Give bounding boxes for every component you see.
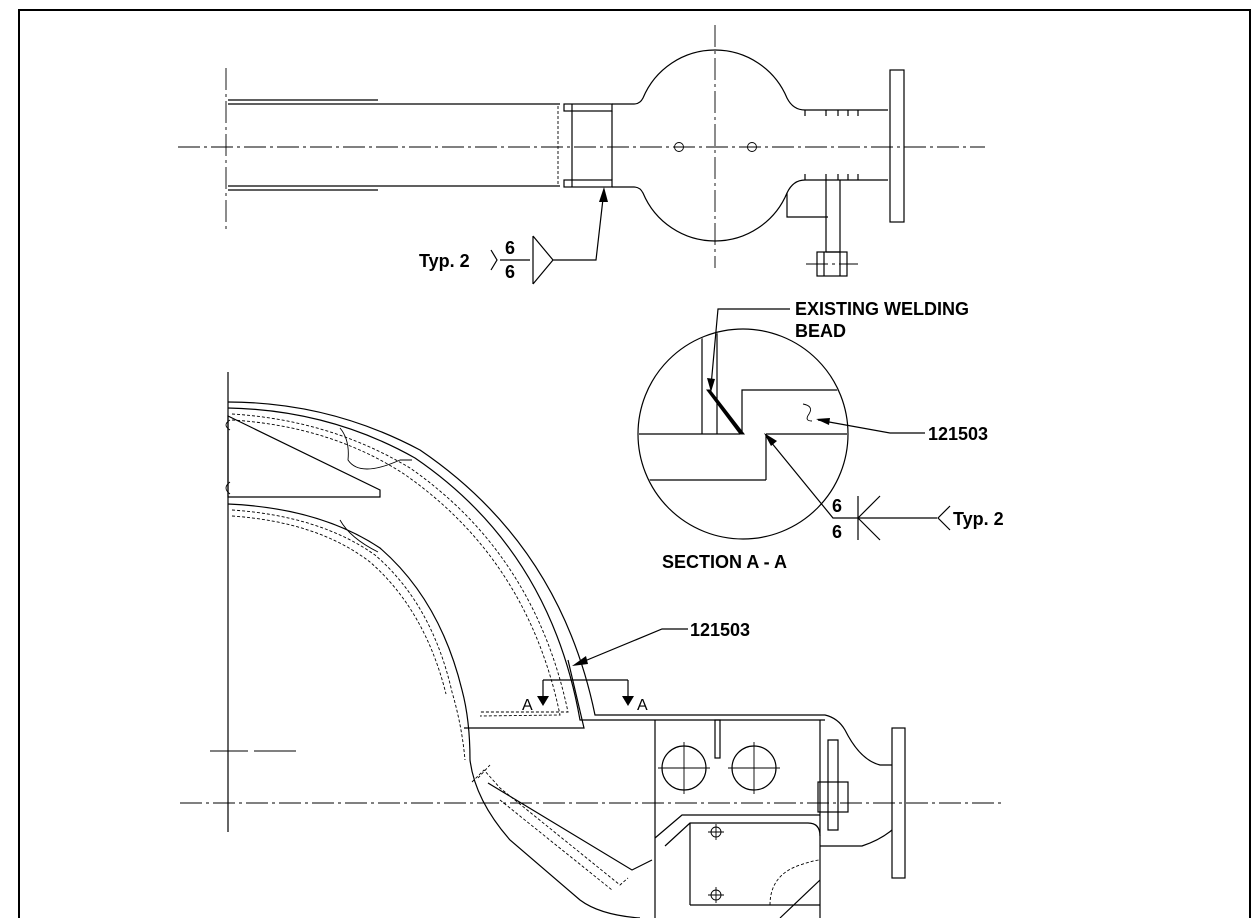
top-view-hole-left [674,142,684,152]
side-view-arm-inner-hidden [231,509,466,761]
top-view-weld-size-bottom: 6 [505,262,515,282]
detail-boundary-circle [637,328,849,540]
side-view-pocket-hidden-arc [769,859,821,906]
top-view-weld-note-prefix: Typ. 2 [419,251,470,271]
side-view-lower-hidden-edges [471,764,629,891]
detail-existing-label-line2: BEAD [795,321,846,341]
top-view-lower-tab [563,179,613,188]
detail-weld-size-top: 6 [832,496,842,516]
top-view-bracket [786,180,841,253]
side-view-flange [891,727,906,879]
top-view-ribs [804,110,859,180]
side-view-pocket-body [689,823,820,906]
side-view-cutouts [339,427,412,553]
detail-weld-size-bottom: 6 [832,522,842,542]
detail-part-outline [741,389,847,434]
side-view-gusset [227,415,381,498]
side-view-gusset-notches [225,419,231,495]
detail-weld-leader [765,435,937,519]
side-view-reference-mark [210,740,296,762]
side-view-flange-neck [820,829,893,847]
detail-contents [639,330,847,481]
side-view-housing-walls [654,720,821,918]
top-view-weld-arrowhead [599,187,608,202]
side-view-section-arrow-left [537,696,549,706]
detail-weld-suffix: Typ. 2 [953,509,1004,529]
detail-break-mark [802,403,813,422]
top-view-weld-tail [490,249,530,271]
top-view-tube [228,99,560,191]
side-view-lower-edge [487,782,653,871]
side-view-part-leader [574,628,688,666]
section-detail: EXISTING WELDING BEAD 121503 6 6 Typ. 2 … [637,299,1004,572]
side-view-slot [714,719,721,759]
side-view-arm-outer-inner [227,407,825,721]
detail-weld-symbol [857,495,881,541]
detail-section-title: SECTION A - A [662,552,787,572]
top-view-weld-leader [532,189,605,285]
side-view-arm-outer [227,401,892,766]
top-view-hole-right [747,142,757,152]
side-view-bore-centerlines [658,742,780,794]
side-view-hole-crosshairs [708,824,724,903]
detail-part-leader [817,419,925,434]
detail-part-arrowhead [816,418,830,425]
side-view-pocket-top [654,814,821,847]
side-view-bracket [827,739,839,831]
detail-existing-arrowhead [707,378,715,392]
side-view-section-mark-left: A [522,697,533,714]
side-view-arm-inner [227,503,641,918]
top-view-flange [889,69,905,223]
side-view-arm-hidden [231,413,569,717]
detail-existing-leader [710,308,790,387]
top-view-housing [612,49,888,242]
side-view-section-arrow-right [622,696,634,706]
side-view-section-line [542,679,629,696]
side-view-plate [464,659,585,729]
side-view-pocket-chamfer [779,879,821,918]
top-view: Typ. 2 6 6 [178,25,985,285]
detail-weld-arrowhead [764,433,777,446]
detail-weld-tail [937,505,951,531]
side-view-part-arrowhead [572,656,588,666]
drawing-border [18,9,1251,918]
side-view-part-ref: 121503 [690,620,750,640]
top-view-weld-size-top: 6 [505,238,515,258]
detail-part-ref: 121503 [928,424,988,444]
detail-existing-label-line1: EXISTING WELDING [795,299,969,319]
side-view: A A 121503 [180,372,1005,918]
side-view-bolt [817,781,849,813]
detail-existing-weld-bead [706,389,746,435]
top-view-upper-tab [563,103,613,112]
side-view-section-mark-right: A [637,697,648,714]
